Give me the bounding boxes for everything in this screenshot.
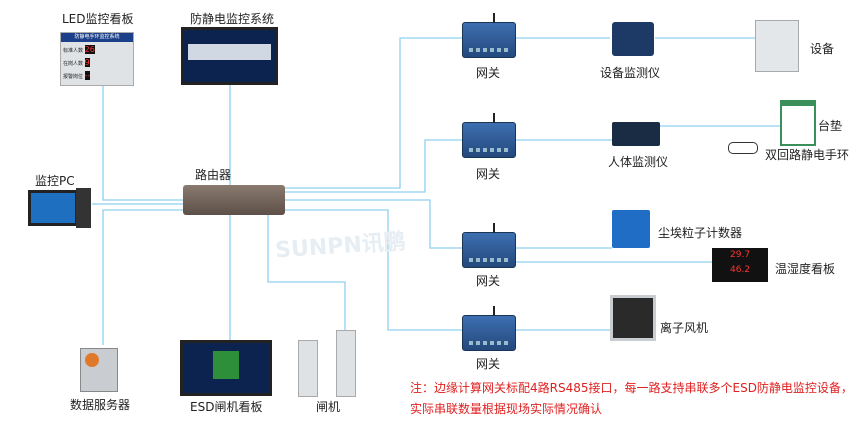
data-server-label: 数据服务器 bbox=[70, 398, 131, 412]
gateway-2-icon bbox=[462, 113, 516, 158]
router-icon bbox=[183, 185, 285, 215]
gateway-2-label: 网关 bbox=[476, 167, 501, 181]
wrist-strap-icon bbox=[728, 142, 758, 154]
humidity-value: 46.2 bbox=[730, 265, 751, 275]
particle-counter-label: 尘埃粒子计数器 bbox=[658, 226, 743, 240]
led-row-value: 26 bbox=[84, 45, 95, 54]
temp-humidity-board-icon: 29.7 46.2 bbox=[712, 248, 768, 282]
esd-system-label: 防静电监控系统 bbox=[190, 12, 275, 26]
wrist-strap-label: 双回路静电手环 bbox=[765, 148, 850, 162]
gate-label: 闸机 bbox=[316, 400, 341, 414]
mat-label: 台垫 bbox=[818, 119, 843, 133]
temp-value: 29.7 bbox=[730, 250, 751, 260]
esd-gate-board-screen bbox=[180, 340, 272, 396]
mat-icon bbox=[780, 100, 816, 146]
esd-system-screen bbox=[181, 27, 278, 85]
particle-counter-icon bbox=[612, 210, 650, 248]
led-row-value: -- bbox=[84, 71, 91, 80]
led-board-title: 防静电手环监控系统 bbox=[61, 33, 133, 42]
equipment-label: 设备 bbox=[810, 42, 835, 56]
pc-tower-icon bbox=[76, 188, 91, 228]
led-row-label: 报警岗位 bbox=[63, 74, 84, 80]
router-label: 路由器 bbox=[195, 168, 232, 182]
gateway-1-icon bbox=[462, 13, 516, 58]
pc-monitor-icon bbox=[28, 190, 78, 226]
equipment-monitor-label: 设备监测仪 bbox=[600, 66, 661, 80]
line-router-gw2 bbox=[285, 139, 462, 193]
temp-humidity-board-label: 温湿度看板 bbox=[775, 262, 836, 276]
line-router-gate bbox=[267, 215, 346, 330]
line-router-gw4 bbox=[285, 209, 462, 331]
gateway-1-label: 网关 bbox=[476, 66, 501, 80]
gateway-3-label: 网关 bbox=[476, 274, 501, 288]
gateway-4-label: 网关 bbox=[476, 357, 501, 371]
gateway-4-icon bbox=[462, 306, 516, 351]
note-line-1: 注：边缘计算网关标配4路RS485接口，每一路支持串联多个ESD防静电监控设备， bbox=[410, 381, 853, 395]
pc-label: 监控PC bbox=[35, 174, 75, 188]
data-server-icon bbox=[80, 348, 118, 392]
body-monitor-icon bbox=[612, 122, 660, 146]
line-led-router bbox=[102, 85, 183, 201]
line-router-gw3 bbox=[285, 199, 462, 249]
led-row-label: 标准人数 bbox=[63, 48, 84, 54]
gate-left-icon bbox=[298, 340, 318, 397]
line-router-gw1 bbox=[285, 37, 462, 189]
body-monitor-label: 人体监测仪 bbox=[608, 155, 669, 169]
ionizer-icon bbox=[610, 295, 656, 341]
led-row-label: 在岗人数 bbox=[63, 61, 84, 67]
led-board-label: LED监控看板 bbox=[62, 12, 134, 26]
equipment-monitor-icon bbox=[612, 22, 654, 56]
led-board: 防静电手环监控系统 标准人数 26 在岗人数 9 报警岗位 -- bbox=[60, 32, 134, 86]
note-line-2: 实际串联数量根据现场实际情况确认 bbox=[410, 402, 603, 416]
gateway-3-icon bbox=[462, 223, 516, 268]
ionizer-label: 离子风机 bbox=[660, 321, 709, 335]
equipment-icon bbox=[755, 20, 799, 72]
esd-gate-board-label: ESD闸机看板 bbox=[190, 400, 263, 414]
line-router-server bbox=[102, 209, 183, 345]
gate-right-icon bbox=[336, 330, 356, 397]
led-row-value: 9 bbox=[84, 58, 90, 67]
